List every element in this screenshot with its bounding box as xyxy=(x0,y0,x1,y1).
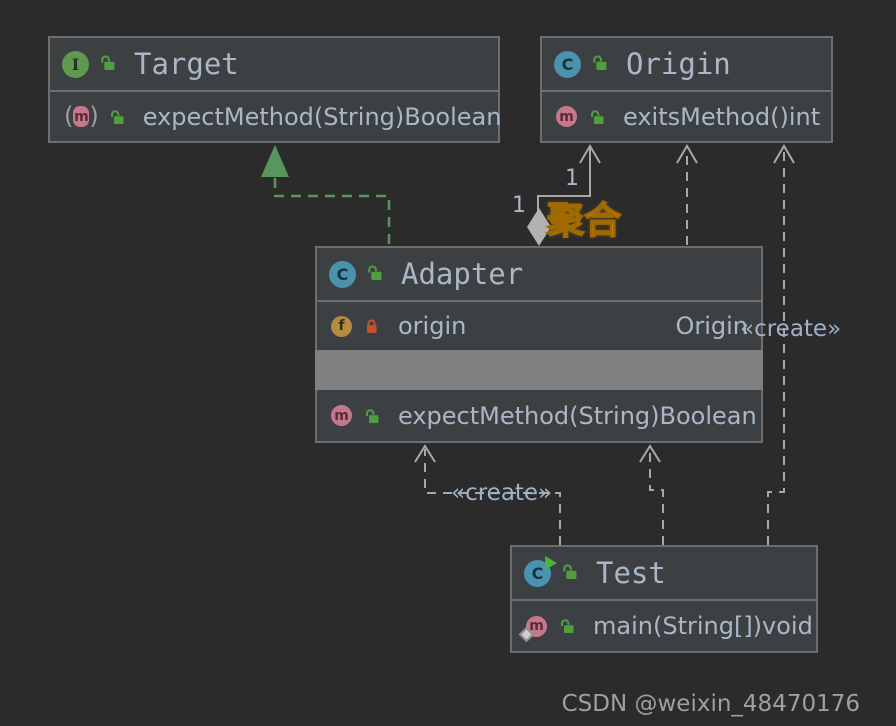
class-box-origin[interactable]: C Origin m exitsMethod() int xyxy=(540,36,833,143)
aggregation-label: 聚合 xyxy=(546,199,622,242)
empty-section-band[interactable] xyxy=(315,350,763,390)
member-name: expectMethod(String) xyxy=(398,401,660,430)
unlocked-icon xyxy=(589,103,605,131)
unlocked-icon xyxy=(109,103,125,131)
class-header-adapter[interactable]: C Adapter xyxy=(317,248,761,302)
method-icon: m xyxy=(331,405,352,426)
edge-dependency-adapter-origin[interactable] xyxy=(676,144,698,245)
unlocked-icon xyxy=(561,563,578,584)
multiplicity-label-source: 1 xyxy=(512,193,526,218)
interface-icon: I xyxy=(62,50,89,78)
realization-arrowhead-icon xyxy=(261,145,289,177)
member-row-expectmethod[interactable]: (m) expectMethod(String) Boolean xyxy=(50,92,502,141)
edge-realization-adapter-target[interactable] xyxy=(261,145,391,245)
class-title: Test xyxy=(596,556,666,590)
main-method-icon: m xyxy=(526,615,547,637)
open-arrowhead-icon xyxy=(414,444,436,463)
class-title: Origin xyxy=(626,47,731,81)
unlocked-icon xyxy=(99,54,116,75)
member-name: origin xyxy=(398,312,467,340)
runnable-class-icon: C xyxy=(524,555,557,587)
class-header-test[interactable]: C Test xyxy=(512,547,816,601)
method-icon: m xyxy=(556,106,577,127)
member-row-exitsmethod[interactable]: m exitsMethod() int xyxy=(542,92,831,141)
class-title: Target xyxy=(134,47,239,81)
create-label-test-origin: «create» xyxy=(740,316,842,342)
class-box-adapter[interactable]: C Adapter f origin Origin m expectMethod… xyxy=(315,246,763,443)
unlocked-icon xyxy=(364,402,380,430)
open-arrowhead-icon xyxy=(639,444,661,463)
unlocked-icon xyxy=(366,264,383,285)
open-arrowhead-icon xyxy=(579,144,601,164)
member-row-expectmethod[interactable]: m expectMethod(String) Boolean xyxy=(317,390,761,441)
locked-icon xyxy=(364,312,380,340)
member-type: Boolean xyxy=(404,102,502,131)
edge-dependency-test-adapter[interactable] xyxy=(639,444,664,545)
csdn-watermark: CSDN @weixin_48470176 xyxy=(561,691,860,717)
field-icon: f xyxy=(331,315,352,337)
open-arrowhead-icon xyxy=(676,144,698,164)
member-type: Boolean xyxy=(659,401,757,430)
class-box-target[interactable]: I Target (m) expectMethod(String) Boolea… xyxy=(48,36,502,143)
member-type: int xyxy=(788,102,821,131)
member-name: exitsMethod() xyxy=(623,102,789,131)
multiplicity-label-target: 1 xyxy=(565,166,579,191)
abstract-method-icon: (m) xyxy=(64,102,99,130)
class-box-test[interactable]: C Test m main(String[]) void xyxy=(510,545,818,653)
class-title: Adapter xyxy=(401,257,524,291)
member-name: expectMethod(String) xyxy=(142,102,405,131)
field-row-origin[interactable]: f origin Origin xyxy=(317,302,761,350)
class-header-target[interactable]: I Target xyxy=(50,38,498,92)
class-icon: C xyxy=(329,260,356,288)
member-row-main[interactable]: m main(String[]) void xyxy=(512,601,816,651)
edge-create-test-origin[interactable] xyxy=(767,144,795,545)
unlocked-icon xyxy=(591,54,608,75)
class-header-origin[interactable]: C Origin xyxy=(542,38,831,92)
member-type: Origin xyxy=(675,312,748,340)
class-icon: C xyxy=(554,50,581,78)
member-name: main(String[]) xyxy=(593,612,763,640)
open-arrowhead-icon xyxy=(773,144,795,164)
member-type: void xyxy=(762,612,813,640)
create-label-test-adapter: «create» xyxy=(451,480,553,506)
unlocked-icon xyxy=(559,612,575,640)
